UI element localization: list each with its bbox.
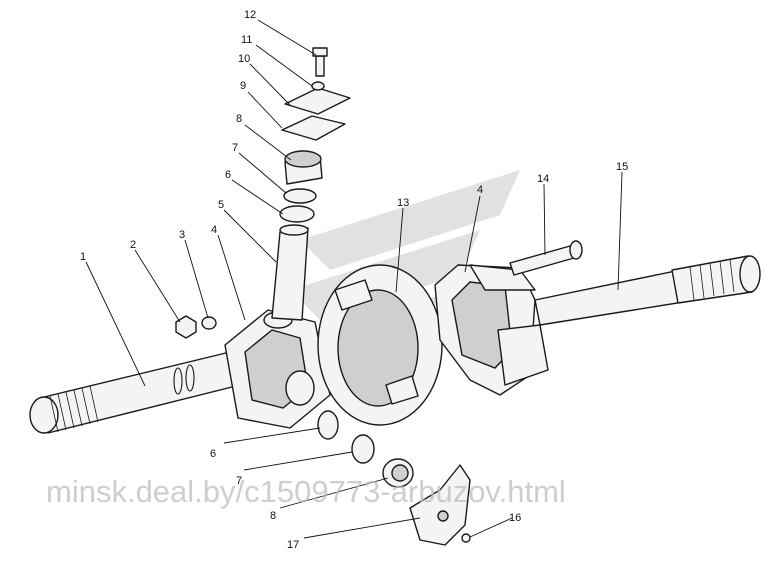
small-nut (461, 533, 471, 543)
callout-7-upper: 7 (232, 142, 238, 154)
callout-15: 15 (616, 161, 628, 173)
callout-17: 17 (287, 539, 299, 551)
nut (175, 315, 197, 339)
washer-ring-upper (283, 188, 317, 204)
callout-4-right: 4 (477, 184, 483, 196)
callout-5: 5 (218, 199, 224, 211)
callout-6-upper: 6 (225, 169, 231, 181)
right-axle-shaft (534, 255, 761, 326)
callout-13: 13 (397, 197, 409, 209)
left-yoke (224, 309, 331, 429)
seal-ring-upper (279, 205, 315, 223)
callout-8-lower: 8 (270, 510, 276, 522)
callout-1: 1 (80, 251, 86, 263)
sleeve (271, 224, 309, 321)
callout-7-lower: 7 (236, 475, 242, 487)
callout-8-upper: 8 (236, 113, 242, 125)
callout-3: 3 (179, 229, 185, 241)
long-bolt (509, 240, 583, 276)
washer-small (311, 81, 325, 91)
gasket (281, 115, 346, 141)
callout-4-left: 4 (211, 224, 217, 236)
cover-plate (284, 87, 351, 115)
callout-9: 9 (240, 80, 246, 92)
callout-12: 12 (244, 9, 256, 21)
callout-16: 16 (509, 512, 521, 524)
spring-washer (201, 316, 217, 330)
washer-ring-lower (351, 434, 375, 464)
leader-lines (85, 19, 623, 539)
bracket (409, 464, 471, 546)
callout-2: 2 (130, 239, 136, 251)
bolt-top (312, 47, 328, 77)
plug-upper (284, 150, 323, 185)
seal-ring-lower (317, 410, 339, 440)
right-yoke (434, 264, 549, 396)
callout-14: 14 (537, 173, 549, 185)
callout-6-lower: 6 (210, 448, 216, 460)
callout-11: 11 (241, 34, 252, 46)
center-housing (317, 264, 443, 426)
plug-lower (382, 458, 414, 488)
watermark-url: minsk.deal.by/c1509773-arbuzov.html (46, 474, 566, 509)
callout-10: 10 (238, 53, 250, 65)
